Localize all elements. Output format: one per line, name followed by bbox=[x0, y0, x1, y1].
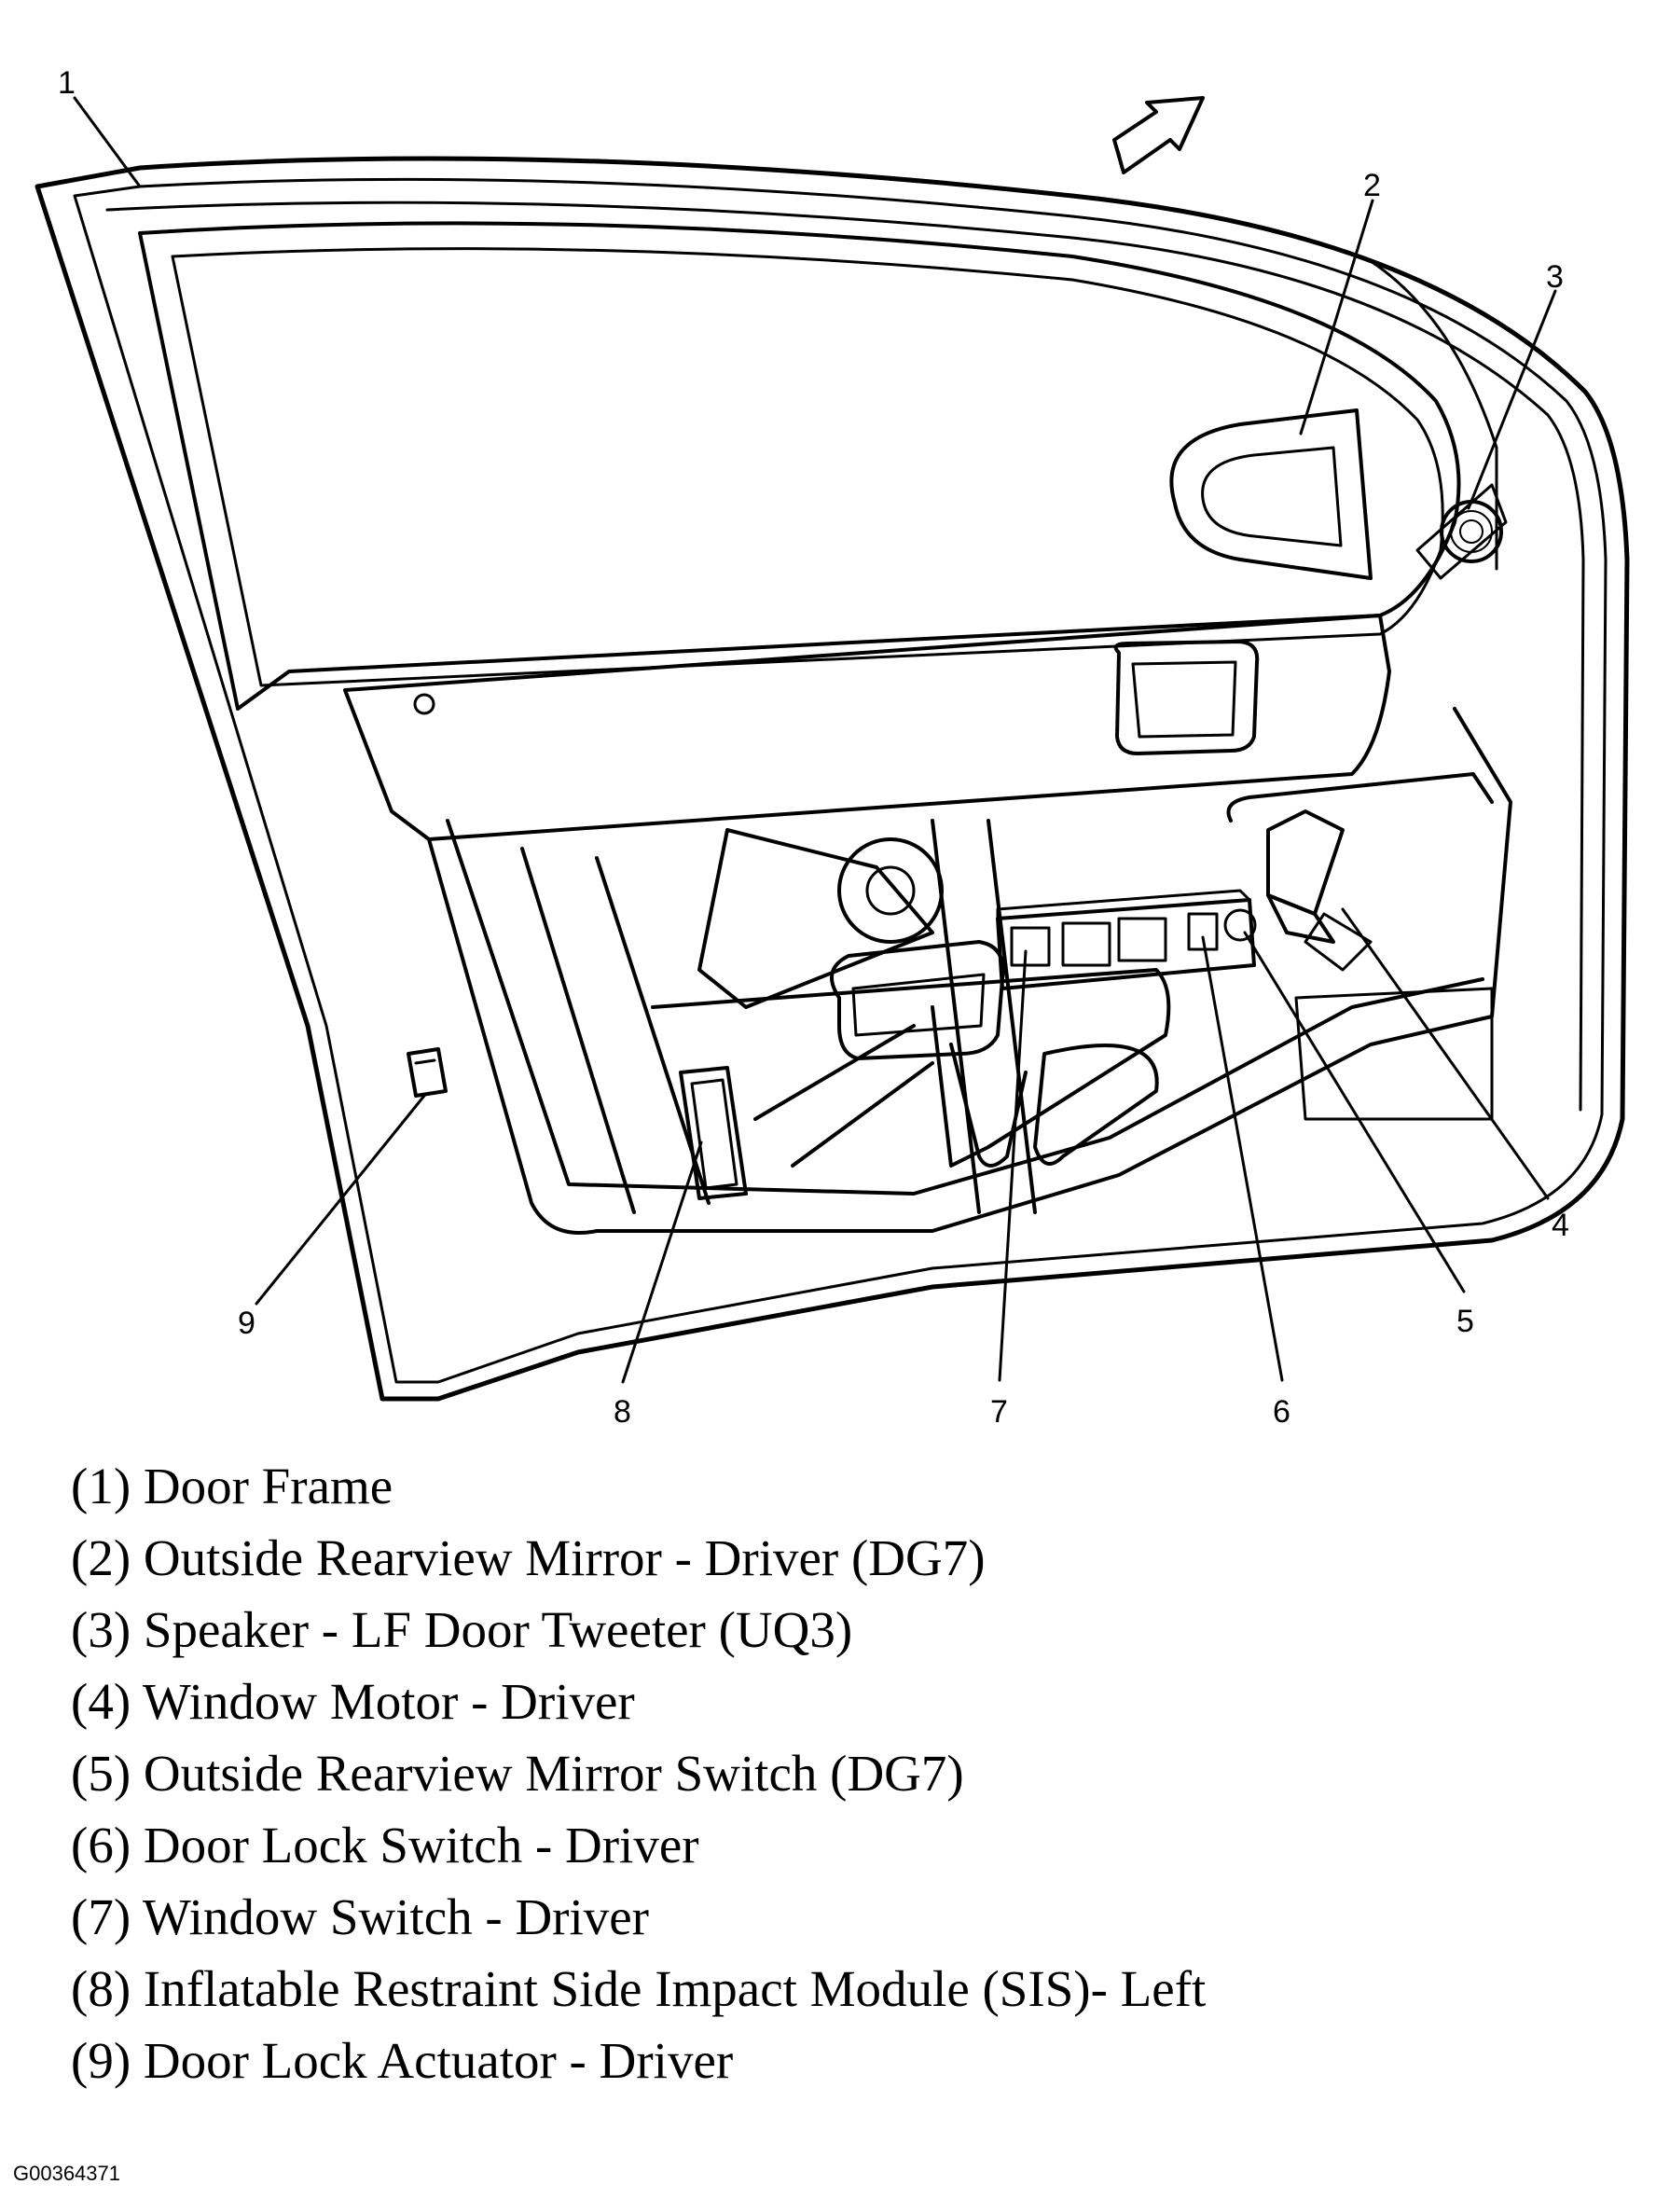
switch-bezel bbox=[830, 889, 1257, 1060]
door-lock-actuator bbox=[407, 1047, 448, 1098]
outside-rearview-mirror bbox=[1169, 408, 1373, 580]
window-motor bbox=[1266, 809, 1373, 972]
callout-6: 6 bbox=[1273, 1394, 1290, 1430]
side-impact-module bbox=[679, 1066, 748, 1200]
legend-item-4: (4) Window Motor - Driver bbox=[71, 1673, 635, 1730]
callout-leaders bbox=[73, 96, 1557, 1384]
callout-3: 3 bbox=[1546, 259, 1564, 295]
leader-8 bbox=[621, 1141, 703, 1384]
callout-labels: 1 2 3 4 5 6 7 8 9 bbox=[58, 65, 1569, 1430]
callout-4: 4 bbox=[1552, 1208, 1569, 1243]
window-regulator bbox=[697, 819, 1037, 1214]
leader-2 bbox=[1299, 199, 1374, 435]
leader-5 bbox=[1243, 931, 1466, 1293]
upper-trim-panel bbox=[343, 614, 1391, 841]
direction-arrow-icon bbox=[1112, 96, 1205, 174]
leader-6 bbox=[1201, 935, 1284, 1382]
legend-item-7: (7) Window Switch - Driver bbox=[71, 1888, 649, 1945]
legend-item-3: (3) Speaker - LF Door Tweeter (UQ3) bbox=[71, 1601, 853, 1658]
callout-5: 5 bbox=[1456, 1304, 1474, 1339]
legend-item-5: (5) Outside Rearview Mirror Switch (DG7) bbox=[71, 1745, 964, 1802]
leader-3 bbox=[1467, 289, 1557, 510]
legend-item-1: (1) Door Frame bbox=[71, 1458, 393, 1514]
leader-9 bbox=[255, 1094, 426, 1306]
legend-list: (1) Door Frame (2) Outside Rearview Mirr… bbox=[71, 1450, 1619, 2096]
figure-id: G00364371 bbox=[13, 2162, 120, 2185]
callout-1: 1 bbox=[58, 65, 76, 101]
tweeter-speaker bbox=[1415, 483, 1508, 580]
window-opening bbox=[138, 221, 1498, 711]
legend-item-9: (9) Door Lock Actuator - Driver bbox=[71, 2032, 734, 2089]
callout-2: 2 bbox=[1363, 168, 1381, 203]
legend-item-2: (2) Outside Rearview Mirror - Driver (DG… bbox=[71, 1529, 986, 1586]
leader-7 bbox=[998, 949, 1028, 1382]
door-frame bbox=[34, 156, 1630, 1402]
leader-1 bbox=[73, 96, 142, 188]
inner-door-structure bbox=[427, 707, 1512, 1235]
door-diagram: 1 2 3 4 5 6 7 8 9 bbox=[34, 65, 1630, 1430]
callout-7: 7 bbox=[990, 1394, 1008, 1430]
callout-8: 8 bbox=[614, 1394, 631, 1430]
legend-item-6: (6) Door Lock Switch - Driver bbox=[71, 1817, 699, 1873]
callout-9: 9 bbox=[238, 1306, 255, 1341]
leader-4 bbox=[1341, 907, 1550, 1200]
legend-item-8: (8) Inflatable Restraint Side Impact Mod… bbox=[71, 1960, 1207, 2017]
